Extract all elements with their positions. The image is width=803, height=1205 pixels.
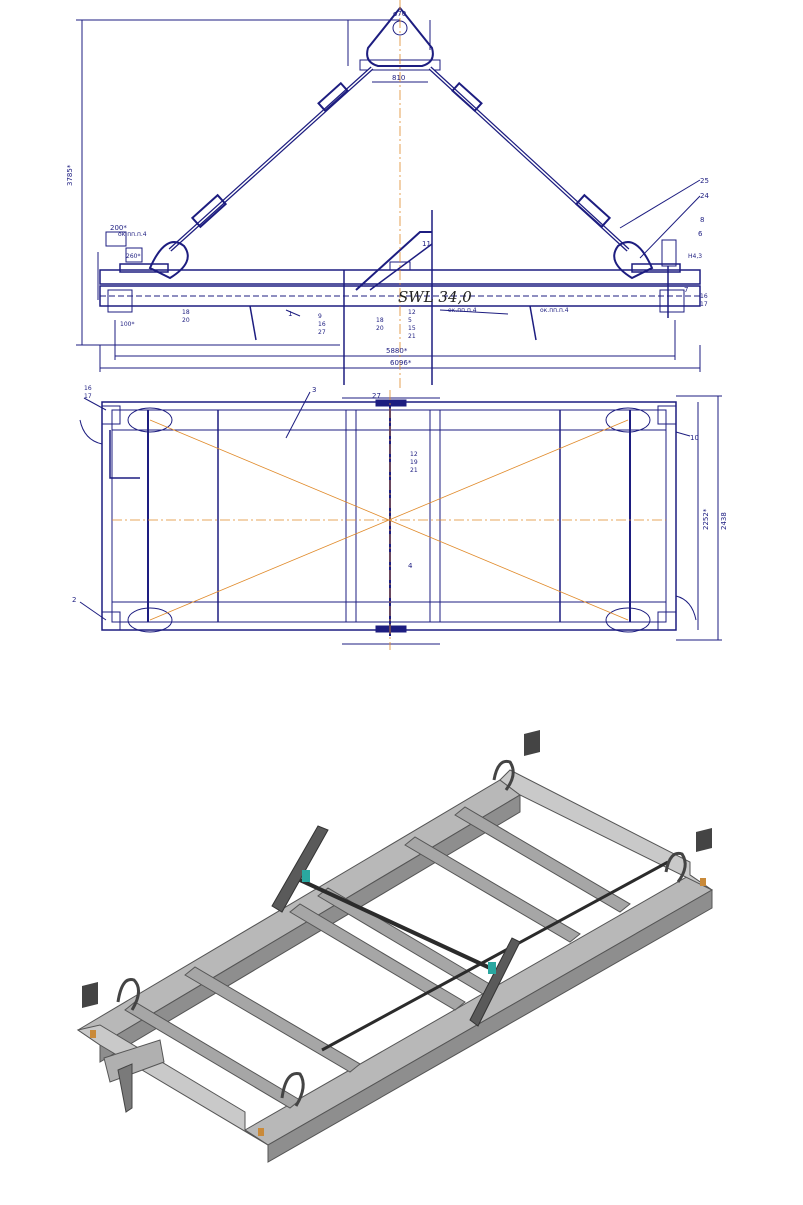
iso-flag-left (82, 982, 98, 1008)
iso-cross-members (124, 806, 631, 1109)
plan-view-labels: 2252* 2438 3 27 4 10 2 16 17 12 19 21 (72, 385, 728, 604)
iso-shackles (116, 759, 687, 1107)
callout-11: 11 (422, 240, 431, 248)
side-value: Н4,3 (688, 253, 702, 260)
iso-front-fin (117, 1063, 133, 1113)
stack-g-3: 21 (410, 467, 418, 474)
dim-top-gap: 810 (392, 74, 405, 82)
weld-note-center: ок.пп.п.4 (448, 307, 477, 314)
callout-4: 4 (408, 562, 413, 570)
dim-shackle-dia: ø70 (393, 10, 406, 18)
isometric-render (76, 730, 713, 1163)
dim-width-outer: 2438 (720, 512, 728, 530)
callout-6: 6 (698, 230, 703, 238)
swl-label: SWL 34,0 (398, 288, 472, 306)
side-view-labels: ø70 810 3785* 200* 260* 100* 5880* 6096*… (66, 10, 709, 367)
stack-e-3: 27 (318, 329, 326, 336)
dim-overall-length: 6096* (390, 359, 412, 367)
iso-flag-right (696, 828, 712, 852)
iso-accent-1 (90, 1030, 96, 1038)
stack-a-2: 20 (182, 317, 190, 324)
plan-view (79, 391, 722, 645)
weld-note-left: ок.пп.п.4 (118, 231, 147, 238)
stack-f-1: 16 (700, 293, 708, 300)
iso-end-beam-back (499, 769, 713, 891)
callout-3: 3 (312, 386, 316, 394)
stack-g-2: 19 (410, 459, 418, 466)
callout-8: 8 (700, 216, 704, 224)
iso-accent-3 (700, 878, 706, 886)
stack-c-3: 15 (408, 325, 416, 332)
stack-g-1: 12 (410, 451, 418, 458)
callout-25: 25 (700, 177, 709, 185)
dim-left-bottom: 100* (120, 321, 134, 328)
iso-guide-plate-right (469, 937, 521, 1027)
callout-7-side: 7 (684, 286, 688, 294)
stack-f-2: 17 (700, 301, 708, 308)
iso-fitting-teal-2 (488, 962, 496, 974)
callout-2: 2 (72, 596, 76, 604)
iso-rail-right-side (267, 889, 713, 1163)
stack-b-2: 17 (84, 393, 92, 400)
side-elevation-view (76, 6, 701, 385)
stack-e-2: 16 (318, 321, 326, 328)
iso-accent-2 (258, 1128, 264, 1136)
iso-end-beam-front (76, 1024, 269, 1146)
stack-e-1: 9 (318, 313, 322, 320)
plan-centerlines (112, 390, 666, 650)
stack-c-2: 5 (408, 317, 412, 324)
stack-c-4: 21 (408, 333, 416, 340)
stack-d-1: 18 (376, 317, 384, 324)
callout-27: 27 (372, 392, 381, 400)
dim-inner-length: 5880* (386, 347, 408, 355)
iso-guide-plate-left (271, 825, 329, 913)
stack-d-2: 20 (376, 325, 384, 332)
weld-note-right: ок.пп.п.4 (540, 307, 569, 314)
dim-left-step: 200* (110, 224, 127, 232)
callout-10: 10 (690, 434, 699, 442)
iso-fitting-teal-1 (302, 870, 310, 882)
dim-overall-height: 3785* (66, 164, 74, 186)
iso-flag-back (524, 730, 540, 756)
iso-shaft-2 (321, 860, 669, 1052)
callout-24: 24 (700, 192, 709, 200)
dim-left-small: 260* (126, 253, 140, 260)
iso-shaft-1 (299, 878, 491, 970)
iso-rail-left-side (99, 794, 521, 1063)
stack-b-1: 16 (84, 385, 92, 392)
stack-c-1: 12 (408, 309, 416, 316)
dim-width-inner: 2252* (702, 508, 710, 530)
stack-a-1: 18 (182, 309, 190, 316)
callout-1: 1 (288, 310, 292, 318)
